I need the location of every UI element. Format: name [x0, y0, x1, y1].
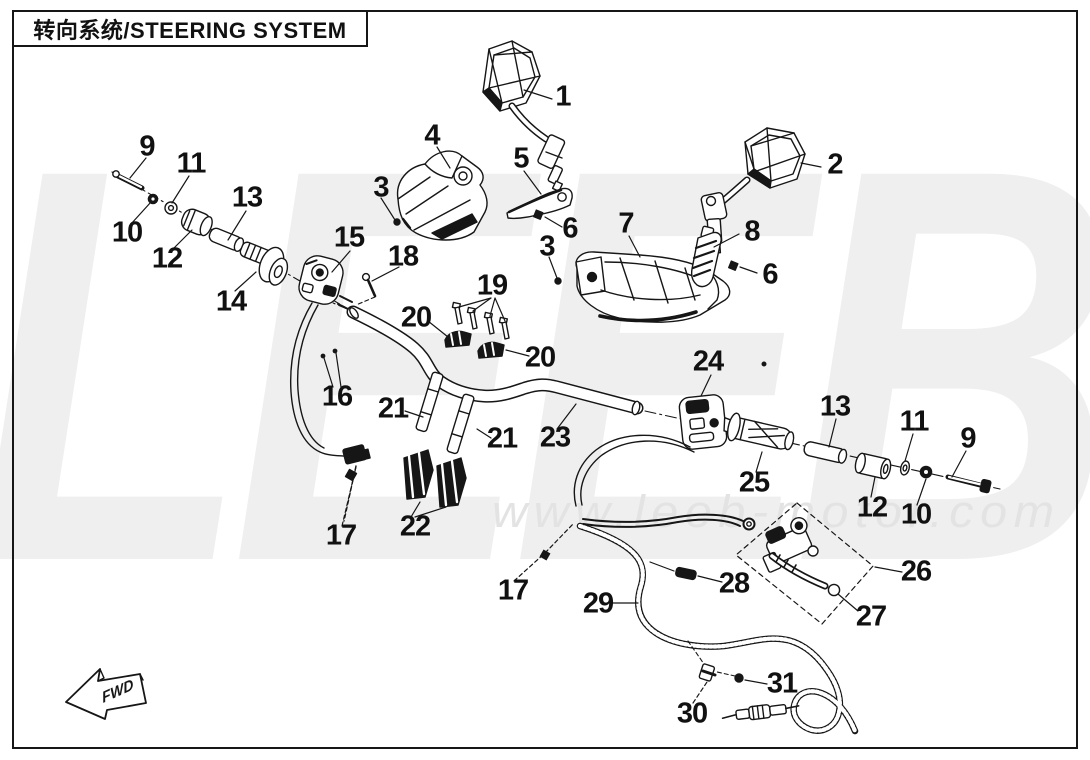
left-switch-drawing	[298, 255, 353, 311]
clamp-bases-drawing	[403, 449, 467, 508]
brake-hose-drawing	[573, 434, 695, 507]
right-lever-drawing	[690, 225, 722, 288]
title-box: 转向系统/STEERING SYSTEM	[12, 10, 368, 47]
handlebar-drawing	[346, 305, 767, 416]
fwd-arrow: FWD	[65, 668, 147, 720]
clamp-caps-drawing	[444, 330, 505, 359]
cable-clip-drawing	[687, 640, 744, 683]
right-grip-drawing	[727, 412, 795, 451]
page-border	[12, 10, 1078, 749]
cable-adjuster-drawing	[675, 566, 697, 581]
leader-lines	[129, 89, 967, 704]
assembly-axis-lines	[111, 171, 1001, 490]
throttle-cable-drawing	[576, 513, 859, 735]
clamp-bolts-drawing	[451, 301, 510, 340]
master-cylinder-box-drawing	[735, 502, 874, 625]
page-title: 转向系统/STEERING SYSTEM	[33, 17, 347, 43]
right-barend-hardware-drawing	[803, 441, 992, 494]
right-switch-drawing	[678, 394, 738, 450]
master-cylinder-drawing	[762, 517, 841, 597]
right-mirror-drawing	[700, 127, 806, 254]
fastener-screws-drawing	[393, 209, 739, 285]
left-handguard-drawing	[396, 150, 488, 241]
left-barend-hardware-drawing	[112, 170, 289, 286]
left-mirror-drawing	[482, 40, 566, 193]
left-lever-drawing	[506, 187, 573, 220]
switch-cables-drawing	[289, 302, 371, 522]
screw-18-drawing	[355, 272, 377, 306]
